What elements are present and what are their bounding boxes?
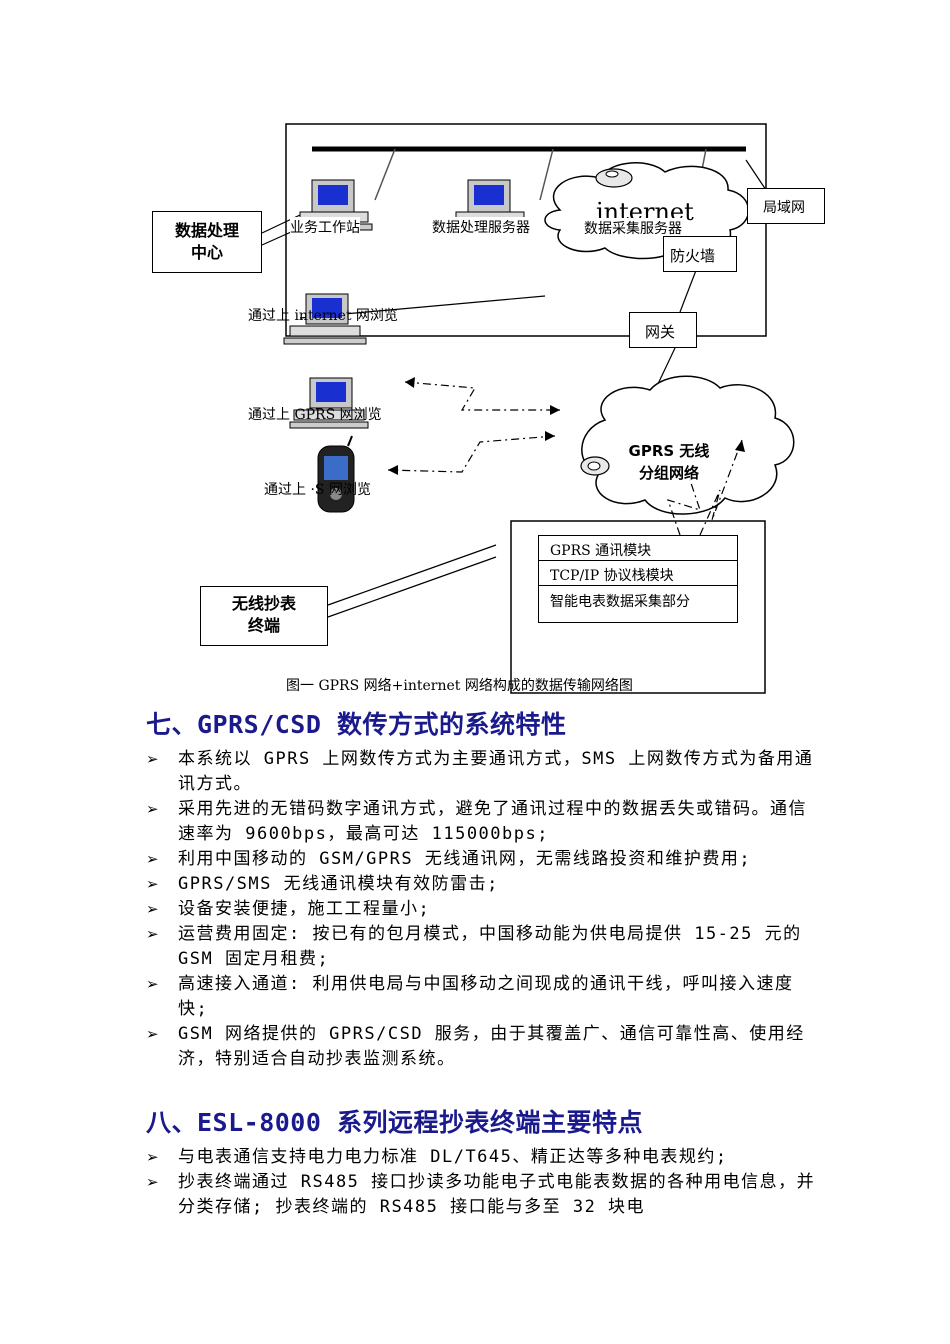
module-gprs-row: GPRS 通讯模块	[539, 536, 737, 561]
arrow-bullet-icon: ➢	[146, 1025, 161, 1043]
list-item-text: 抄表终端通过 RS485 接口抄读多功能电子式电能表数据的各种用电信息，并分类存…	[178, 1172, 816, 1217]
diagram-caption: 图一 GPRS 网络+internet 网络构成的数据传输网络图	[286, 678, 633, 694]
gateway-label: 网关	[645, 323, 676, 341]
workstation-label: 业务工作站	[290, 217, 360, 237]
internet-browse-label: 通过上 internet 网浏览	[248, 308, 398, 324]
list-item-text: 本系统以 GPRS 上网数传方式为主要通讯方式，SMS 上网数传方式为备用通讯方…	[178, 749, 814, 794]
list-item: ➢ 本系统以 GPRS 上网数传方式为主要通讯方式，SMS 上网数传方式为备用通讯…	[146, 747, 816, 797]
terminal-module-stack: GPRS 通讯模块 TCP/IP 协议栈模块 智能电表数据采集部分	[538, 535, 738, 623]
list-item-text: 与电表通信支持电力电力标准 DL/T645、精正达等多种电表规约;	[178, 1147, 728, 1167]
arrow-bullet-icon: ➢	[146, 750, 161, 768]
firewall-box: 防火墙	[663, 236, 737, 272]
diagram-lines	[261, 123, 795, 694]
list-item-text: 采用先进的无错码数字通讯方式，避免了通讯过程中的数据丢失或错码。通信速率为 96…	[178, 799, 807, 844]
list-item: ➢ 高速接入通道: 利用供电局与中国移动之间现成的通讯干线，呼叫接入速度快;	[146, 972, 816, 1022]
arrow-bullet-icon: ➢	[146, 1173, 161, 1191]
arrow-bullet-icon: ➢	[146, 925, 161, 943]
list-item: ➢ 与电表通信支持电力电力标准 DL/T645、精正达等多种电表规约;	[146, 1145, 816, 1170]
network-diagram: 数据处理 中心 业务工作站 数据处理服务器 internet 数据采集服务器 局…	[152, 123, 825, 694]
terminal-label-box: 无线抄表 终端	[200, 586, 328, 646]
processing-server-label: 数据处理服务器	[432, 217, 530, 237]
list-item-text: 高速接入通道: 利用供电局与中国移动之间现成的通讯干线，呼叫接入速度快;	[178, 974, 794, 1019]
arrow-bullet-icon: ➢	[146, 1148, 161, 1166]
section-7-heading: 七、GPRS/CSD 数传方式的系统特性	[146, 710, 567, 739]
module-meter-label: 智能电表数据采集部分	[550, 594, 690, 610]
section-7-list: ➢ 本系统以 GPRS 上网数传方式为主要通讯方式，SMS 上网数传方式为备用通讯…	[146, 747, 816, 1072]
arrow-bullet-icon: ➢	[146, 900, 161, 918]
section-8-list: ➢ 与电表通信支持电力电力标准 DL/T645、精正达等多种电表规约; ➢ 抄表终端…	[146, 1145, 816, 1220]
data-center-label: 数据处理 中心	[174, 221, 239, 262]
gprs-client-computer-icon	[289, 377, 369, 429]
module-gprs-label: GPRS 通讯模块	[550, 543, 652, 559]
lan-box: 局域网	[747, 188, 825, 224]
arrow-bullet-icon: ➢	[146, 800, 161, 818]
mobile-browse-label: 通过上 ·S 网浏览	[264, 482, 371, 498]
lan-label: 局域网	[763, 200, 805, 216]
list-item: ➢ 运营费用固定: 按已有的包月模式，中国移动能为供电局提供 15-25 元的 G…	[146, 922, 816, 972]
data-center-label-box: 数据处理 中心	[152, 211, 262, 273]
list-item-text: 设备安装便捷，施工工程量小;	[178, 899, 431, 919]
list-item: ➢ 采用先进的无错码数字通讯方式，避免了通讯过程中的数据丢失或错码。通信速率为 9…	[146, 797, 816, 847]
gprs-browse-label: 通过上 GPRS 网浏览	[248, 407, 382, 423]
mobile-phone-icon	[317, 435, 355, 513]
internet-client-computer-icon	[283, 293, 367, 345]
list-item: ➢ GPRS/SMS 无线通讯模块有效防雷击;	[146, 872, 816, 897]
list-item-text: 运营费用固定: 按已有的包月模式，中国移动能为供电局提供 15-25 元的 GS…	[178, 924, 802, 969]
gprs-cloud-label: GPRS 无线 分组网络	[628, 442, 710, 482]
list-item: ➢ 抄表终端通过 RS485 接口抄读多功能电子式电能表数据的各种用电信息，并分类…	[146, 1170, 816, 1220]
arrow-bullet-icon: ➢	[146, 975, 161, 993]
module-meter-row: 智能电表数据采集部分	[539, 586, 737, 622]
list-item: ➢ GSM 网络提供的 GPRS/CSD 服务，由于其覆盖广、通信可靠性高、使用经…	[146, 1022, 816, 1072]
data-center-frame	[285, 123, 767, 337]
list-item-text: 利用中国移动的 GSM/GPRS 无线通讯网，无需线路投资和维护费用;	[178, 849, 752, 869]
collection-server-label: 数据采集服务器	[584, 218, 682, 238]
terminal-label: 无线抄表 终端	[231, 594, 296, 635]
gprs-cloud	[581, 375, 795, 515]
list-item: ➢ 设备安装便捷，施工工程量小;	[146, 897, 816, 922]
gateway-box: 网关	[629, 312, 697, 348]
section-8-heading: 八、ESL-8000 系列远程抄表终端主要特点	[146, 1108, 643, 1137]
module-tcpip-row: TCP/IP 协议栈模块	[539, 561, 737, 586]
module-tcpip-label: TCP/IP 协议栈模块	[550, 568, 674, 584]
arrow-bullet-icon: ➢	[146, 875, 161, 893]
arrow-bullet-icon: ➢	[146, 850, 161, 868]
list-item-text: GPRS/SMS 无线通讯模块有效防雷击;	[178, 874, 499, 894]
list-item: ➢ 利用中国移动的 GSM/GPRS 无线通讯网，无需线路投资和维护费用;	[146, 847, 816, 872]
firewall-label: 防火墙	[670, 247, 716, 265]
terminal-frame	[510, 520, 766, 694]
list-item-text: GSM 网络提供的 GPRS/CSD 服务，由于其覆盖广、通信可靠性高、使用经济…	[178, 1024, 805, 1069]
